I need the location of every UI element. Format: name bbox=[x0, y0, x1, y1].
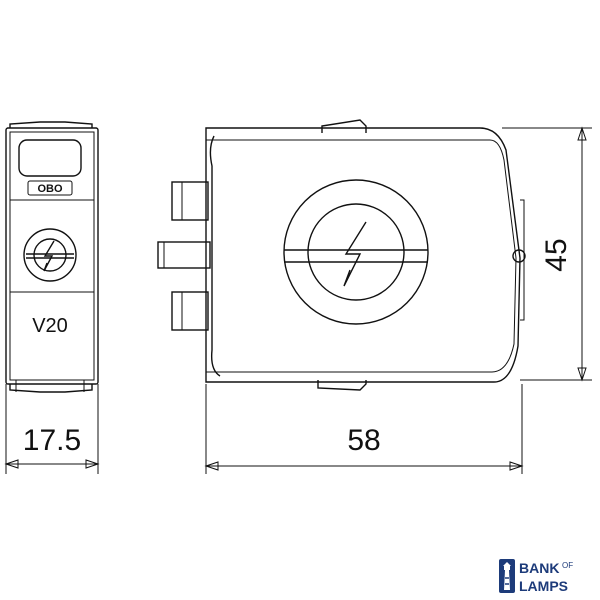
dimension-length-label: 58 bbox=[347, 424, 380, 457]
lighthouse-icon bbox=[499, 559, 515, 593]
side-view bbox=[157, 119, 526, 391]
module-label: V20 bbox=[32, 315, 68, 337]
dimension-width-label: 17.5 bbox=[23, 424, 81, 457]
front-view: OBO V20 bbox=[5, 121, 99, 393]
dimension-height: 45 bbox=[502, 126, 592, 382]
logo-word-of: OF bbox=[562, 561, 573, 570]
lightning-symbol-side bbox=[283, 179, 429, 325]
brand-label: OBO bbox=[37, 183, 63, 195]
dimension-height-label: 45 bbox=[540, 238, 573, 271]
logo-word-bank: BANK bbox=[519, 560, 559, 576]
lightning-symbol-front bbox=[23, 228, 77, 282]
dimension-length: 58 bbox=[204, 384, 524, 474]
bank-of-lamps-logo: BANK OF LAMPS bbox=[499, 559, 573, 594]
logo-word-lamps: LAMPS bbox=[519, 578, 568, 594]
dimension-width-front: 17.5 bbox=[4, 384, 100, 474]
